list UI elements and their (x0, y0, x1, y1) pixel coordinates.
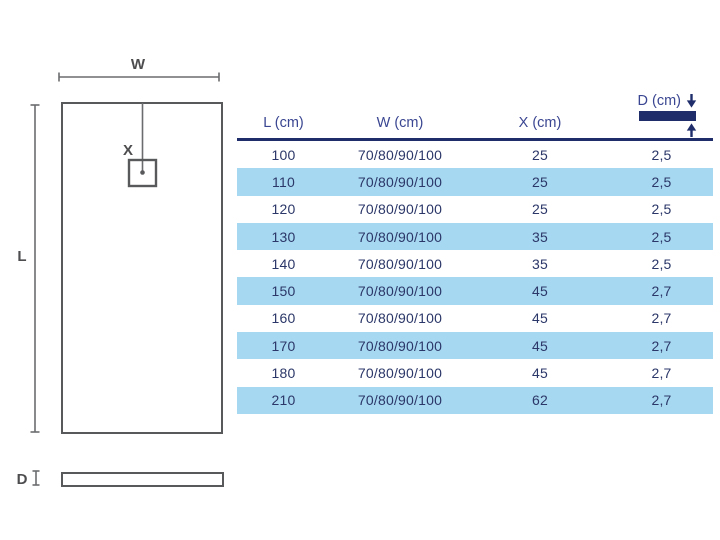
cell-width: 70/80/90/100 (357, 201, 443, 218)
width-dimension-line (58, 72, 220, 82)
cell-length: 100 (271, 146, 296, 163)
cell-width: 70/80/90/100 (357, 310, 443, 327)
cell-depth: 2,5 (651, 201, 672, 218)
cell-width: 70/80/90/100 (357, 255, 443, 272)
cell-drain-offset: 35 (532, 228, 548, 245)
cell-width: 70/80/90/100 (357, 337, 443, 354)
cell-length: 210 (271, 392, 296, 409)
cell-width: 70/80/90/100 (357, 146, 443, 163)
cell-depth: 2,7 (651, 283, 672, 300)
cell-drain-offset: 45 (532, 310, 548, 327)
column-header-depth: D (cm) (610, 93, 713, 138)
cell-length: 120 (271, 201, 296, 218)
cell-depth: 2,5 (651, 255, 672, 272)
arrow-up-icon (686, 123, 697, 137)
drain-square (127, 158, 158, 188)
cell-length: 110 (272, 173, 295, 190)
column-header-length: L (cm) (263, 115, 304, 131)
cell-depth: 2,5 (651, 173, 672, 190)
cell-drain-offset: 25 (532, 201, 548, 218)
shower-tray-diagram: W L X D (17, 56, 224, 488)
cell-width: 70/80/90/100 (357, 392, 443, 409)
cell-length: 180 (271, 365, 296, 382)
table-row: 170 70/80/90/100 45 2,7 (237, 332, 713, 360)
tray-side-view-outline (61, 472, 224, 487)
cell-drain-offset: 45 (532, 365, 548, 382)
drain-center-dot (140, 170, 145, 175)
cell-length: 170 (271, 337, 296, 354)
cell-depth: 2,7 (651, 392, 672, 409)
table-row: 130 70/80/90/100 35 2,5 (237, 222, 713, 251)
table-row: 140 70/80/90/100 35 2,5 (237, 250, 713, 277)
cell-depth: 2,5 (651, 146, 672, 163)
cell-drain-offset: 35 (532, 255, 548, 272)
column-header-depth-label: D (cm) (637, 93, 682, 109)
depth-dimension-marker (32, 470, 40, 486)
table-header-row: L (cm) W (cm) X (cm) D (cm) (237, 88, 713, 141)
column-header-width: W (cm) (376, 115, 424, 131)
table-row: 180 70/80/90/100 45 2,7 (237, 359, 713, 386)
cell-depth: 2,7 (651, 337, 672, 354)
column-header-drain-offset: X (cm) (518, 115, 562, 131)
table-row: 160 70/80/90/100 45 2,7 (237, 305, 713, 332)
cell-length: 160 (271, 310, 296, 327)
depth-dimension-label: D (17, 471, 28, 488)
arrow-down-icon (686, 94, 697, 108)
cell-width: 70/80/90/100 (357, 173, 443, 190)
cell-width: 70/80/90/100 (357, 283, 443, 300)
drain-offset-label: X (123, 142, 133, 159)
table-row: 120 70/80/90/100 25 2,5 (237, 196, 713, 223)
dimensions-table: L (cm) W (cm) X (cm) D (cm) (237, 88, 713, 414)
cell-length: 140 (271, 255, 296, 272)
width-dimension-label: W (131, 56, 146, 73)
cell-width: 70/80/90/100 (357, 228, 443, 245)
cell-drain-offset: 62 (532, 392, 548, 409)
table-row: 150 70/80/90/100 45 2,7 (237, 277, 713, 305)
cell-drain-offset: 25 (532, 173, 548, 190)
cell-drain-offset: 45 (532, 337, 548, 354)
cell-depth: 2,7 (651, 365, 672, 382)
cell-depth: 2,5 (651, 228, 672, 245)
table-row: 100 70/80/90/100 25 2,5 (237, 141, 713, 168)
table-row: 210 70/80/90/100 62 2,7 (237, 386, 713, 414)
cell-depth: 2,7 (651, 310, 672, 327)
cell-drain-offset: 25 (532, 146, 548, 163)
table-row: 110 70/80/90/100 25 2,5 (237, 168, 713, 196)
length-dimension-line (30, 104, 40, 433)
table-body: 100 70/80/90/100 25 2,5 110 70/80/90/100… (237, 141, 713, 414)
cell-length: 150 (271, 283, 296, 300)
depth-bar (639, 111, 696, 121)
length-dimension-label: L (17, 248, 26, 265)
cell-drain-offset: 45 (532, 283, 548, 300)
cell-length: 130 (271, 228, 296, 245)
cell-width: 70/80/90/100 (357, 365, 443, 382)
